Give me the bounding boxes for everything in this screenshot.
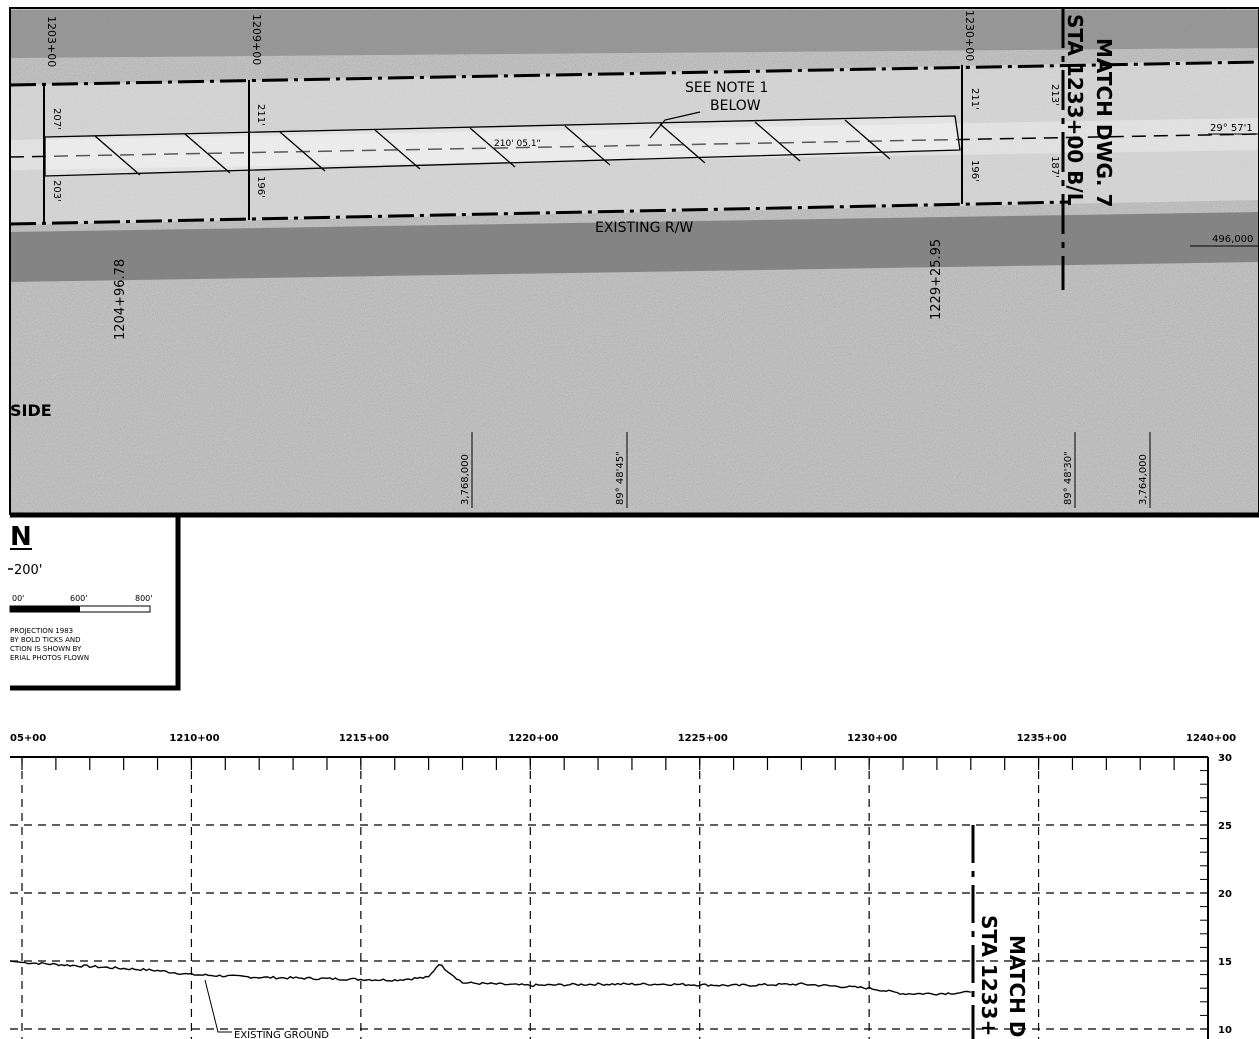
profile-ticks (21, 756, 1209, 1030)
north-row-line (9, 60, 1259, 87)
x-axis-label: 1225+00 (678, 733, 728, 744)
station-label-1209: 1209+00 (250, 14, 263, 65)
y-axis-label: 20 (1218, 889, 1232, 900)
x-axis-label: 1210+00 (169, 733, 219, 744)
width-1230-lower: 196' (969, 160, 980, 182)
y-axis-label: 25 (1218, 821, 1232, 832)
match-line-label: MATCH DWG. 7 STA 1233+00 B/L (1063, 14, 1116, 207)
x-axis-label: 1235+00 (1017, 733, 1067, 744)
legend-box: N 200' 00' 600' 800' PROJECTION 1983 BY … (8, 515, 181, 691)
grid-tick-3768000: 3,768,000 (460, 454, 471, 505)
grid-ticks (471, 432, 1151, 508)
roadway-surface (10, 118, 1259, 170)
profile-chart: 05+00 1210+00 1215+00 1220+00 1225+00 1230+00… (9, 733, 1236, 1039)
baseline (9, 133, 1259, 158)
width-1230-upper: 211' (969, 88, 980, 110)
svg-text:SEE NOTE 1: SEE NOTE 1 (685, 80, 768, 96)
x-axis-label: 1215+00 (339, 733, 389, 744)
profile-horizontal-grid (10, 824, 1208, 1030)
canal-north (10, 10, 1259, 58)
side-label: SIDE (10, 401, 52, 420)
easting-label: 496,000 (1212, 234, 1253, 245)
legend-note-4: ERIAL PHOTOS FLOWN (10, 654, 89, 662)
legend-note-1: PROJECTION 1983 (10, 627, 73, 635)
width-left-lower: 203' (51, 180, 62, 202)
x-axis-label: 1220+00 (508, 733, 558, 744)
svg-text:STA 1233+00 B/L: STA 1233+00 B/L (1063, 14, 1087, 206)
width-match-upper: 213' (1049, 84, 1060, 106)
south-row-line (9, 200, 1071, 226)
station-label-1230: 1230+00 (963, 10, 976, 61)
scale-bar-label-2: 600' (70, 594, 87, 603)
x-axis-label: 1230+00 (847, 733, 897, 744)
legend-note-2: BY BOLD TICKS AND (10, 636, 81, 644)
width-left-upper: 207' (51, 108, 62, 130)
scale-bar-label-3: 800' (135, 594, 152, 603)
y-axis-label: 30 (1218, 753, 1232, 764)
width-1209-upper: 211' (255, 104, 266, 126)
y-axis-label: 15 (1218, 957, 1232, 968)
grid-tick-lon1: 89° 48'45" (615, 451, 626, 505)
x-axis-label: 05+00 (10, 733, 46, 744)
width-match-lower: 187' (1049, 156, 1060, 178)
scale-text: 200' (14, 563, 42, 578)
north-letter: N (10, 522, 32, 552)
profile-vertical-grid (21, 757, 1040, 1039)
bearing-label: 210' 05.1" (494, 139, 541, 149)
station-1204-label: 1204+96.78 (113, 259, 128, 340)
profile-x-axis-labels: 05+00 1210+00 1215+00 1220+00 1225+00 1230+00… (10, 733, 1236, 744)
hatched-work-area (44, 115, 961, 177)
profile-match-label-1: MATCH D (1005, 935, 1029, 1037)
station-label-1203: 1203+00 (45, 16, 58, 67)
grid-tick-lon2: 89° 48'30" (1063, 451, 1074, 505)
existing-ground-line (9, 960, 971, 996)
note-callout: SEE NOTE 1 BELOW (649, 80, 768, 139)
dimension-lines (43, 8, 1065, 290)
plan-view: 1203+00 1209+00 1230+00 207' 203' 211' 1… (9, 7, 1259, 515)
existing-ground-label: EXISTING GROUND (234, 1030, 329, 1039)
grid-tick-3764000: 3,764,000 (1138, 454, 1149, 505)
scale-bar-label-1: 00' (12, 594, 24, 603)
station-1229-label: 1229+25.95 (929, 239, 944, 320)
legend-note-3: CTION IS SHOWN BY (10, 645, 82, 653)
ground-leader (204, 979, 232, 1033)
latitude-label: 29° 57'1 (1210, 123, 1253, 134)
width-1209-lower: 196' (255, 176, 266, 198)
y-axis-label: 10 (1218, 1025, 1232, 1036)
profile-y-axis-labels: 30 25 20 15 10 (1218, 753, 1232, 1036)
existing-rw-label: EXISTING R/W (595, 220, 693, 236)
x-axis-label: 1240+00 (1186, 733, 1236, 744)
svg-text:MATCH DWG. 7: MATCH DWG. 7 (1092, 38, 1116, 207)
svg-text:BELOW: BELOW (710, 98, 761, 114)
profile-match-label-2: STA 1233+ (977, 915, 1001, 1036)
canal-south (10, 212, 1259, 282)
road-corridor (10, 60, 1259, 225)
